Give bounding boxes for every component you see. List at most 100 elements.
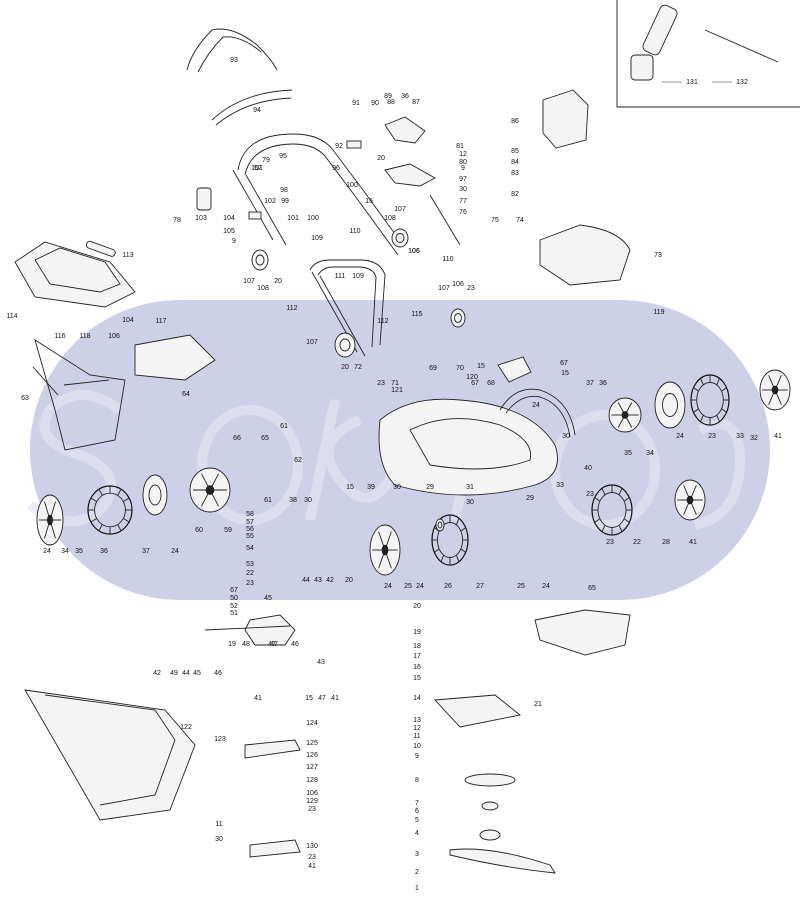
callout-label: 90 <box>371 100 379 107</box>
callout-label: 20 <box>413 603 421 610</box>
part-111-lower-handle <box>309 259 386 348</box>
callout-label: 73 <box>654 252 662 259</box>
part-115-cover <box>134 334 216 381</box>
wheel-spacer <box>435 518 445 532</box>
callout-label: 109 <box>352 273 364 280</box>
callout-label: 23 <box>606 539 614 546</box>
callout-label: 68 <box>487 380 495 387</box>
callout-label: 42 <box>153 670 161 677</box>
callout-label: 22 <box>246 570 254 577</box>
callout-label: 124 <box>306 720 318 727</box>
callout-label: 22 <box>633 539 641 546</box>
callout-label: 29 <box>426 484 434 491</box>
callout-label: 106 <box>408 248 420 255</box>
callout-label: 93 <box>230 57 238 64</box>
callout-label: 100 <box>307 215 319 222</box>
callout-label: 54 <box>246 545 254 552</box>
callout-label: 36 <box>401 93 409 100</box>
callout-label: 107 <box>306 339 318 346</box>
callout-label: 51 <box>230 610 238 617</box>
callout-label: 37 <box>586 380 594 387</box>
callout-label: 24 <box>416 583 424 590</box>
callout-label: 119 <box>653 309 664 316</box>
callout-label: 61 <box>280 423 288 430</box>
callout-label: 70 <box>456 365 464 372</box>
callout-label: 113 <box>122 252 133 259</box>
part-72-flap <box>497 356 532 383</box>
callout-label: 67 <box>471 380 479 387</box>
callout-label: 18 <box>413 643 421 650</box>
callout-label: 2 <box>415 869 419 876</box>
callout-label: 91 <box>352 100 360 107</box>
part-92-cable-clip <box>346 140 362 149</box>
callout-label: 23 <box>246 580 254 587</box>
callout-label: 23 <box>708 433 716 440</box>
part-8-belt <box>464 773 516 787</box>
callout-label: 9 <box>232 238 236 245</box>
callout-label: 21 <box>534 701 542 708</box>
wheel-small-wheel <box>251 249 269 271</box>
callout-label: 44 <box>302 577 310 584</box>
part-113-handle <box>85 240 116 257</box>
callout-label: 15 <box>305 695 313 702</box>
watermark-letters <box>27 390 746 530</box>
callout-label: 77 <box>459 198 467 205</box>
callout-label: 52 <box>254 165 262 172</box>
callout-label: 67 <box>560 360 568 367</box>
callout-label: 13 <box>413 717 421 724</box>
callout-label: 27 <box>476 583 484 590</box>
callout-label: 71 <box>391 380 399 387</box>
callout-label: 59 <box>224 527 232 534</box>
callout-label: 99 <box>281 198 289 205</box>
callout-label: 66 <box>233 435 241 442</box>
callout-label: 105 <box>223 228 235 235</box>
callout-label: 106 <box>408 248 420 255</box>
callout-label: 106 <box>108 333 120 340</box>
callout-label: 26 <box>444 583 452 590</box>
callout-label: 28 <box>662 539 670 546</box>
part-131-handle-grip <box>630 4 678 81</box>
callout-label: 116 <box>54 333 65 340</box>
callout-label: 12 <box>413 725 421 732</box>
grass-catcher-bag <box>24 689 196 821</box>
callout-label: 97 <box>459 176 467 183</box>
callout-label: 101 <box>287 215 299 222</box>
callout-label: 46 <box>291 641 299 648</box>
part-48-gearbox <box>244 614 296 646</box>
callout-label: 36 <box>599 380 607 387</box>
callout-label: 122 <box>180 724 192 731</box>
part-3-blade <box>449 848 556 874</box>
part-39-deck <box>378 398 558 496</box>
callout-label: 23 <box>467 285 475 292</box>
callout-label: 47 <box>268 641 276 648</box>
callout-label: 88 <box>387 99 395 106</box>
part-28-rear-flap <box>534 609 631 656</box>
callout-label: 3 <box>415 851 419 858</box>
callout-label: 9 <box>461 165 465 172</box>
callout-label: 20 <box>345 577 353 584</box>
callout-label: 25 <box>404 583 412 590</box>
callout-label: 94 <box>253 107 261 114</box>
callout-label: 10 <box>413 743 421 750</box>
inset-callout-label: 131 <box>686 79 698 86</box>
callout-label: 115 <box>411 311 422 318</box>
callout-label: 15 <box>477 363 485 370</box>
callout-label: 24 <box>676 433 684 440</box>
callout-label: 43 <box>317 659 325 666</box>
callout-label: 15 <box>413 675 421 682</box>
callout-label: 6 <box>415 808 419 815</box>
callout-label: 24 <box>43 548 51 555</box>
wheel-small-wheel <box>391 228 409 248</box>
callout-label: 86 <box>511 118 519 125</box>
callout-label: 40 <box>584 465 592 472</box>
callout-label: 127 <box>306 764 318 771</box>
callout-label: 50 <box>230 595 238 602</box>
callout-label: 110 <box>442 256 453 263</box>
part-102-bracket <box>196 187 212 211</box>
inset-callout-label: 132 <box>736 79 748 86</box>
wheel-small-wheel <box>450 308 466 328</box>
callout-label: 60 <box>195 527 203 534</box>
callout-label: 8 <box>415 777 419 784</box>
callout-label: 11 <box>215 821 222 828</box>
